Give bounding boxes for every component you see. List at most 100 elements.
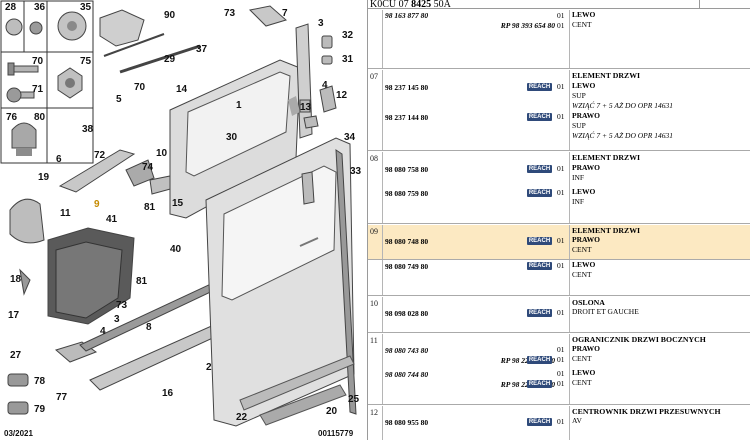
right-hardware xyxy=(248,5,337,205)
side: PRAWO xyxy=(572,235,600,244)
position: SUP xyxy=(572,121,586,130)
side: LEWO xyxy=(572,81,596,90)
callout-label: 37 xyxy=(196,44,208,55)
part-number[interactable]: 98 163 877 80 xyxy=(385,11,429,20)
callout-label: 38 xyxy=(82,124,94,135)
callout-label: 2 xyxy=(206,362,212,373)
quantity: 01 xyxy=(557,379,565,388)
callout-label: 72 xyxy=(94,150,106,161)
reach-badge: REACH xyxy=(527,262,552,270)
diagram-date: 03/2021 xyxy=(4,429,33,438)
callout-label: 25 xyxy=(348,394,360,405)
parts-group-11[interactable]: 11 OGRANICZNIK DRZWI BOCZNYCH 98 080 743… xyxy=(368,334,750,405)
callout-label: 4 xyxy=(322,80,328,91)
quantity: 01 xyxy=(557,21,565,30)
callout-label: 27 xyxy=(10,350,22,361)
part-number[interactable]: 98 098 028 80 xyxy=(385,309,429,318)
parts-group-10[interactable]: 10 OSLONA 98 098 028 80 REACH 01 DROIT E… xyxy=(368,297,750,333)
group-title: OGRANICZNIK DRZWI BOCZNYCH xyxy=(572,335,706,344)
quantity: 01 xyxy=(557,417,565,426)
callout-label: 12 xyxy=(336,90,348,101)
callout-label: 20 xyxy=(326,406,338,417)
part-number[interactable]: 98 080 744 80 xyxy=(385,370,429,379)
part-number[interactable]: 98 080 955 80 xyxy=(385,418,429,427)
callout-label: 7 xyxy=(282,8,288,19)
note: WZIĄĆ 7 + 5 AŻ DO OPR 14631 xyxy=(572,101,673,110)
callout-label: 3 xyxy=(318,18,324,29)
exploded-parts-diagram: 28 36 35 90 73 7 3 70 75 37 71 70 5 29 1… xyxy=(0,0,367,440)
position: CENT xyxy=(572,20,592,29)
callout-label: 81 xyxy=(136,276,148,287)
group-number: 08 xyxy=(370,154,378,163)
callout-label: 79 xyxy=(34,404,46,415)
parts-group-12[interactable]: 12 CENTROWNIK DRZWI PRZESUWNYCH 98 080 9… xyxy=(368,406,750,440)
callout-label: 76 xyxy=(6,112,18,123)
part-number[interactable]: 98 237 145 80 xyxy=(385,83,429,92)
quantity: 01 xyxy=(557,308,565,317)
callout-label: 81 xyxy=(144,202,156,213)
callout-label: 6 xyxy=(56,154,62,165)
group-number: 12 xyxy=(370,408,378,417)
replacement-part-number[interactable]: RP 98 393 654 80 xyxy=(500,21,555,30)
parts-group-08[interactable]: 08 ELEMENT DRZWI 98 080 758 80 REACH 01 … xyxy=(368,152,750,224)
callout-labels: 28 36 35 90 73 7 3 70 75 37 71 70 5 29 1… xyxy=(5,2,362,423)
callout-label: 29 xyxy=(164,54,176,65)
callout-label: 70 xyxy=(32,56,44,67)
position: SUP xyxy=(572,91,586,100)
part-number[interactable]: 98 080 758 80 xyxy=(385,165,429,174)
ref-prefix: K0CU 07 xyxy=(370,0,409,9)
callout-label: 73 xyxy=(224,8,236,19)
reach-badge: REACH xyxy=(527,113,552,121)
callout-label: 16 xyxy=(162,388,174,399)
position: CENT xyxy=(572,378,592,387)
inset-part-shapes xyxy=(5,11,87,156)
ref-suffix: 50A xyxy=(433,0,451,9)
callout-label: 40 xyxy=(170,244,182,255)
callout-label: 73 xyxy=(116,300,128,311)
callout-label: 77 xyxy=(56,392,68,403)
position: DROIT ET GAUCHE xyxy=(572,307,639,316)
callout-label: 90 xyxy=(164,10,176,21)
callout-label: 5 xyxy=(116,94,122,105)
parts-group-09-second[interactable]: 98 080 749 80 REACH 01 LEWO CENT xyxy=(368,260,750,296)
callout-label: 19 xyxy=(38,172,50,183)
quantity: 01 xyxy=(557,82,565,91)
callout-label: 75 xyxy=(80,56,92,67)
position: INF xyxy=(572,173,585,182)
parts-group-continued[interactable]: 98 163 877 80 01 LEWO RP 98 393 654 80 0… xyxy=(368,10,750,69)
quantity: 01 xyxy=(557,188,565,197)
part-number[interactable]: 98 080 743 80 xyxy=(385,346,429,355)
part-number[interactable]: 98 080 759 80 xyxy=(385,189,429,198)
part-number[interactable]: 98 237 144 80 xyxy=(385,113,429,122)
quantity: 01 xyxy=(557,261,565,270)
group-title: CENTROWNIK DRZWI PRZESUWNYCH xyxy=(572,407,721,416)
part-number[interactable]: 98 080 749 80 xyxy=(385,262,429,271)
parts-group-09-selected[interactable]: 09 ELEMENT DRZWI 98 080 748 80 REACH 01 … xyxy=(368,225,750,260)
position: CENT xyxy=(572,245,592,254)
position: CENT xyxy=(572,270,592,279)
callout-label: 8 xyxy=(146,322,152,333)
callout-label: 78 xyxy=(34,376,46,387)
side: LEWO xyxy=(572,10,596,19)
callout-label-highlighted: 9 xyxy=(94,199,100,210)
reach-badge: REACH xyxy=(527,83,552,91)
reach-badge: REACH xyxy=(527,189,552,197)
parts-group-07[interactable]: 07 ELEMENT DRZWI 98 237 145 80 REACH 01 … xyxy=(368,70,750,151)
diagram-drawing: 28 36 35 90 73 7 3 70 75 37 71 70 5 29 1… xyxy=(0,0,362,438)
quantity: 01 xyxy=(557,369,565,378)
reach-badge: REACH xyxy=(527,165,552,173)
part-number[interactable]: 98 080 748 80 xyxy=(385,237,429,246)
callout-label: 74 xyxy=(142,162,154,173)
callout-label: 71 xyxy=(32,84,44,95)
callout-label: 32 xyxy=(342,30,354,41)
callout-label: 33 xyxy=(350,166,362,177)
side: LEWO xyxy=(572,260,596,269)
callout-label: 17 xyxy=(8,310,20,321)
side: LEWO xyxy=(572,187,596,196)
callout-label: 4 xyxy=(100,326,106,337)
position: CENT xyxy=(572,354,592,363)
reach-badge: REACH xyxy=(527,356,552,364)
quantity: 01 xyxy=(557,112,565,121)
note: WZIĄĆ 7 + 5 AŻ DO OPR 14631 xyxy=(572,131,673,140)
side: PRAWO xyxy=(572,344,600,353)
